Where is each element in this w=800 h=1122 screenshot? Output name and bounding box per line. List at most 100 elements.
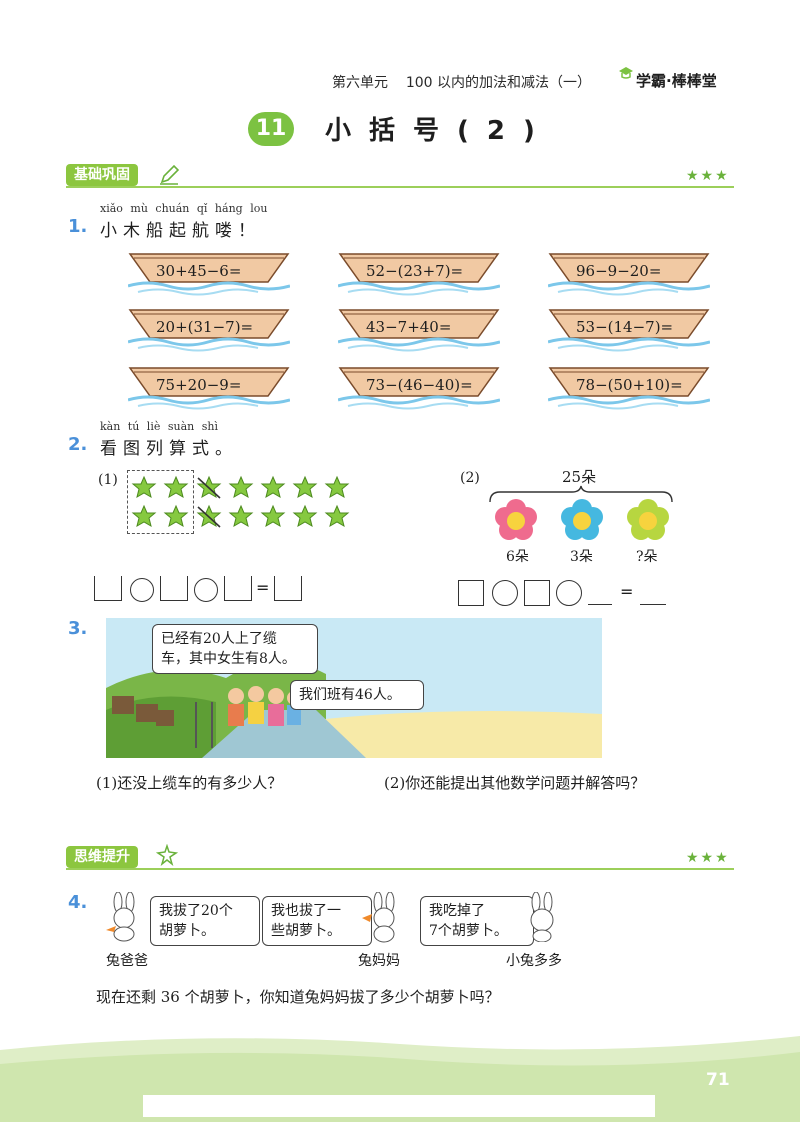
bubble-line: 胡萝卜。 (159, 923, 215, 939)
brace-icon (489, 485, 673, 503)
equals-sign: = (256, 578, 270, 597)
q4-question: 现在还剩 36 个胡萝卜，你知道兔妈妈拔了多少个胡萝卜吗？ (96, 988, 500, 1006)
answer-box[interactable] (524, 580, 550, 606)
sparkle-star-icon (156, 844, 178, 866)
speech-bubble: 我吃掉了 7个胡萝卜。 (420, 896, 534, 946)
star-icon (132, 505, 349, 527)
section-label-basic: 基础巩固 (66, 164, 138, 186)
operator-circle-blank[interactable] (492, 580, 518, 606)
answer-blank[interactable] (160, 576, 188, 601)
section-label-advanced: 思维提升 (66, 846, 138, 868)
boat-shape-icon (127, 309, 291, 352)
graduation-cap-icon (619, 67, 633, 79)
rabbit-name: 兔爸爸 (106, 953, 148, 969)
boat: 43−7+40= (337, 308, 501, 352)
cross-out-mark (197, 506, 221, 528)
q2-text: 看图列算式。 (100, 439, 238, 459)
rabbit-icon (106, 892, 135, 942)
answer-blank[interactable] (94, 576, 122, 601)
boat-shape-icon (337, 367, 501, 410)
q1-pinyin: xiǎo mù chuán qǐ háng lou (100, 202, 268, 215)
pencil-icon (160, 164, 180, 185)
boat-shape-icon (127, 253, 291, 296)
boat-expression: 43−7+40= (366, 318, 452, 336)
footer-blank-bar (143, 1095, 655, 1117)
boat-shape-icon (547, 309, 711, 352)
section-divider-advanced (66, 868, 734, 870)
boat: 78−(50+10)= (547, 366, 711, 410)
header-unit: 第六单元 (332, 75, 388, 91)
boat: 53−(14−7)= (547, 308, 711, 352)
star-icon (132, 476, 349, 498)
rabbit-name: 小兔多多 (506, 953, 562, 969)
q2-pinyin: kàn tú liè suàn shì (100, 420, 218, 433)
lesson-title: 小括号(2) (325, 116, 553, 146)
speech-bubble: 我也拔了一 些胡萝卜。 (262, 896, 372, 946)
boat-expression: 75+20−9= (156, 376, 242, 394)
bubble-line: 我也拔了一 (271, 903, 341, 919)
difficulty-stars-basic: ★★★ (686, 168, 730, 184)
operator-circle-blank[interactable] (130, 578, 154, 602)
flower-row (495, 499, 669, 540)
rabbit-icon (530, 892, 554, 942)
boat: 20+(31−7)= (127, 308, 291, 352)
answer-line-blank[interactable] (640, 582, 666, 605)
speech-bubble: 已经有20人上了缆 车，其中女生有8人。 (152, 624, 318, 674)
boat-expression: 73−(46−40)= (366, 376, 473, 394)
answer-line-blank[interactable] (588, 582, 612, 605)
q3-subquestion-1: (1)还没上缆车的有多少人？ (96, 774, 283, 792)
boat-expression: 20+(31−7)= (156, 318, 254, 336)
answer-blank[interactable] (224, 576, 252, 601)
page-number: 71 (706, 1070, 730, 1090)
bubble-line: 我们班有46人。 (299, 687, 401, 703)
flower-count-label: 3朵 (570, 549, 593, 565)
header-unit-topic: 第六单元 100 以内的加法和减法（一） (332, 72, 591, 92)
boat-shape-icon (337, 309, 501, 352)
boat-expression: 52−(23+7)= (366, 262, 464, 280)
boat-shape-icon (127, 367, 291, 410)
operator-circle-blank[interactable] (556, 580, 582, 606)
q4-number: 4. (68, 892, 88, 913)
q1-text: 小木船起航喽！ (100, 221, 261, 241)
rabbit-name: 兔妈妈 (358, 953, 400, 969)
q2-part1-label: (1) (98, 472, 118, 488)
flower-icon (561, 499, 603, 540)
header-brand: 学霸·棒棒堂 (636, 72, 717, 90)
boat-shape-icon (547, 253, 711, 296)
bubble-line: 些胡萝卜。 (271, 923, 341, 939)
header-topic: 100 以内的加法和减法（一） (405, 75, 591, 91)
bubble-line: 我拔了20个 (159, 903, 233, 919)
boat-expression: 96−9−20= (576, 262, 662, 280)
flower-count-label: ?朵 (636, 549, 658, 565)
bubble-line: 已经有20人上了缆 (161, 631, 277, 647)
section-divider-basic (66, 186, 734, 188)
q2-part2-label: (2) (460, 470, 480, 486)
boat: 75+20−9= (127, 366, 291, 410)
answer-blank[interactable] (274, 576, 302, 601)
boat-shape-icon (547, 367, 711, 410)
boat: 52−(23+7)= (337, 252, 501, 296)
flower-count-label: 6朵 (506, 549, 529, 565)
flower-icon (495, 499, 537, 540)
speech-bubble: 我们班有46人。 (290, 680, 424, 710)
total-flowers-label: 25朵 (562, 468, 597, 486)
bubble-line: 我吃掉了 (429, 903, 485, 919)
boat: 30+45−6= (127, 252, 291, 296)
boat-expression: 78−(50+10)= (576, 376, 683, 394)
rabbit-icon (362, 892, 395, 943)
equals-sign: = (620, 582, 634, 601)
boat-expression: 30+45−6= (156, 262, 242, 280)
lesson-number-badge: 11 (248, 112, 294, 146)
flower-icon (627, 499, 669, 540)
bubble-line: 7个胡萝卜。 (429, 923, 508, 939)
difficulty-stars-advanced: ★★★ (686, 850, 730, 866)
boat: 73−(46−40)= (337, 366, 501, 410)
answer-box[interactable] (458, 580, 484, 606)
boat: 96−9−20= (547, 252, 711, 296)
boat-shape-icon (337, 253, 501, 296)
operator-circle-blank[interactable] (194, 578, 218, 602)
q3-subquestion-2: (2)你还能提出其他数学问题并解答吗？ (384, 774, 646, 792)
q1-number: 1. (68, 216, 88, 237)
q2-number: 2. (68, 434, 88, 455)
bubble-line: 车，其中女生有8人。 (161, 651, 296, 667)
